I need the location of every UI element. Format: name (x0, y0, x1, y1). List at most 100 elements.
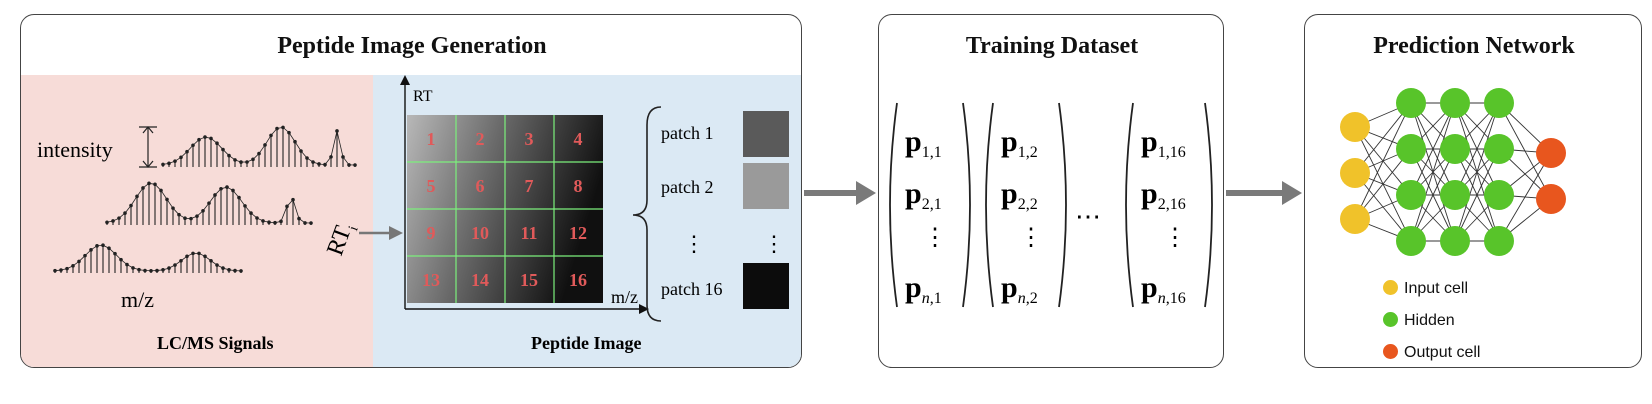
svg-text:pn,16: pn,16 (1141, 271, 1186, 307)
hidden-node (1440, 134, 1470, 164)
neural-network (1340, 88, 1566, 256)
legend-output: Output cell (1383, 337, 1480, 369)
panel1-drawing: intensity m/z LC/MS Signals RTi RT m/z (37, 75, 789, 353)
legend-hidden: Hidden (1383, 305, 1480, 337)
vec-symbol: p (905, 177, 922, 210)
legend-output-dot (1383, 344, 1398, 359)
hidden-node (1440, 88, 1470, 118)
patch-label: patch 1 (661, 123, 713, 143)
vec-sub: 1,16 (1158, 144, 1186, 161)
grid-num: 3 (525, 129, 534, 149)
arrow-to-dataset (804, 181, 876, 205)
vector-2: p1,2 p2,2 ⋮ pn,2 (985, 102, 1067, 308)
svg-text:p2,16: p2,16 (1141, 177, 1186, 213)
svg-text:pn,2: pn,2 (1001, 271, 1038, 307)
panel-peptide-image-generation: Peptide Image Generation intensity m/z L… (20, 14, 802, 368)
grid-num: 7 (525, 176, 534, 196)
grid-num: 15 (520, 270, 538, 290)
panel-title: Prediction Network (1373, 33, 1575, 59)
arrow-to-network (1226, 181, 1302, 205)
output-node (1536, 184, 1566, 214)
vec-comma: , (930, 290, 934, 307)
patch-label: patch 2 (661, 177, 713, 197)
network-edges (1354, 102, 1552, 242)
vec-symbol: p (905, 271, 922, 304)
vec-symbol: p (1001, 125, 1018, 158)
grid-num: 16 (569, 270, 587, 290)
vec-vdots: ⋮ (1019, 225, 1043, 251)
hidden-node (1396, 134, 1426, 164)
lcms-caption: LC/MS Signals (157, 333, 274, 353)
vec-vdots: ⋮ (1163, 225, 1187, 251)
vec-sub: 2 (1030, 290, 1038, 307)
grid-num: 13 (422, 270, 440, 290)
grid-num: 5 (427, 176, 436, 196)
mz-label: m/z (121, 287, 154, 312)
spectrum-2 (105, 181, 313, 225)
vec-sub: 1 (934, 290, 942, 307)
rt-i-label: RTi (322, 219, 362, 260)
patch-thumbnail (743, 263, 789, 309)
hidden-node (1396, 226, 1426, 256)
grid-num: 6 (476, 176, 485, 196)
axis-rt-label: RT (413, 88, 433, 105)
legend: Input cell Hidden Output cell (1383, 273, 1480, 369)
vec-symbol: p (1001, 271, 1018, 304)
legend-hidden-dot (1383, 312, 1398, 327)
vector-16: p1,16 p2,16 ⋮ pn,16 (1125, 102, 1213, 308)
patch-label: patch 16 (661, 279, 722, 299)
axis-mz-label: m/z (611, 287, 638, 307)
hidden-node (1440, 180, 1470, 210)
hidden-node (1396, 88, 1426, 118)
panel-title: Peptide Image Generation (277, 33, 547, 59)
legend-hidden-label: Hidden (1404, 312, 1455, 329)
hidden-node (1440, 226, 1470, 256)
hidden-node (1484, 180, 1514, 210)
grid-num: 8 (574, 176, 583, 196)
patch-thumbnail (743, 163, 789, 209)
hidden-node (1396, 180, 1426, 210)
svg-text:p2,1: p2,1 (905, 177, 942, 213)
vec-n: n (1158, 290, 1166, 307)
vec-sub: 2,2 (1018, 196, 1038, 213)
panel-training-dataset: Training Dataset p1,1 p2,1 ⋮ pn,1 p1,2 p… (878, 14, 1224, 368)
vec-sub: 16 (1170, 290, 1186, 307)
grid-numbers: 1 2 3 4 5 6 7 8 9 10 11 12 13 14 15 16 (422, 129, 587, 290)
svg-text:p2,2: p2,2 (1001, 177, 1038, 213)
grid-num: 9 (427, 223, 436, 243)
svg-text:p1,2: p1,2 (1001, 125, 1038, 161)
input-node (1340, 112, 1370, 142)
hidden-node (1484, 226, 1514, 256)
vec-symbol: p (1141, 125, 1158, 158)
image-caption: Peptide Image (531, 333, 641, 353)
vec-n: n (922, 290, 930, 307)
legend-input: Input cell (1383, 273, 1480, 305)
output-node (1536, 138, 1566, 168)
training-vectors: p1,1 p2,1 ⋮ pn,1 p1,2 p2,2 ⋮ pn,2 ⋯ p1,1… (889, 102, 1213, 308)
patch-thumbnail (743, 111, 789, 157)
patch-label: ⋮ (683, 231, 705, 256)
grid-num: 10 (471, 223, 489, 243)
network-nodes (1340, 88, 1566, 256)
patch-dots: ⋮ (763, 231, 785, 256)
vec-sub: 1,1 (922, 144, 942, 161)
panel-prediction-network: Prediction Network Input cell Hidden Out… (1304, 14, 1642, 368)
grid-num: 2 (476, 129, 485, 149)
vec-symbol: p (905, 125, 922, 158)
image-axes (400, 75, 649, 314)
vector-1: p1,1 p2,1 ⋮ pn,1 (889, 102, 971, 308)
vec-sub: 1,2 (1018, 144, 1038, 161)
legend-input-label: Input cell (1404, 280, 1469, 297)
vec-symbol: p (1001, 177, 1018, 210)
spectrum-1 (161, 125, 357, 167)
grid-num: 11 (520, 223, 537, 243)
intensity-label: intensity (37, 137, 113, 162)
vec-symbol: p (1141, 177, 1158, 210)
rt-arrow (359, 226, 403, 240)
vec-sub: 2,1 (922, 196, 942, 213)
svg-text:pn,1: pn,1 (905, 271, 942, 307)
grid-num: 1 (427, 129, 436, 149)
vec-comma: , (1166, 290, 1170, 307)
legend-output-label: Output cell (1404, 344, 1481, 361)
hidden-node (1484, 88, 1514, 118)
